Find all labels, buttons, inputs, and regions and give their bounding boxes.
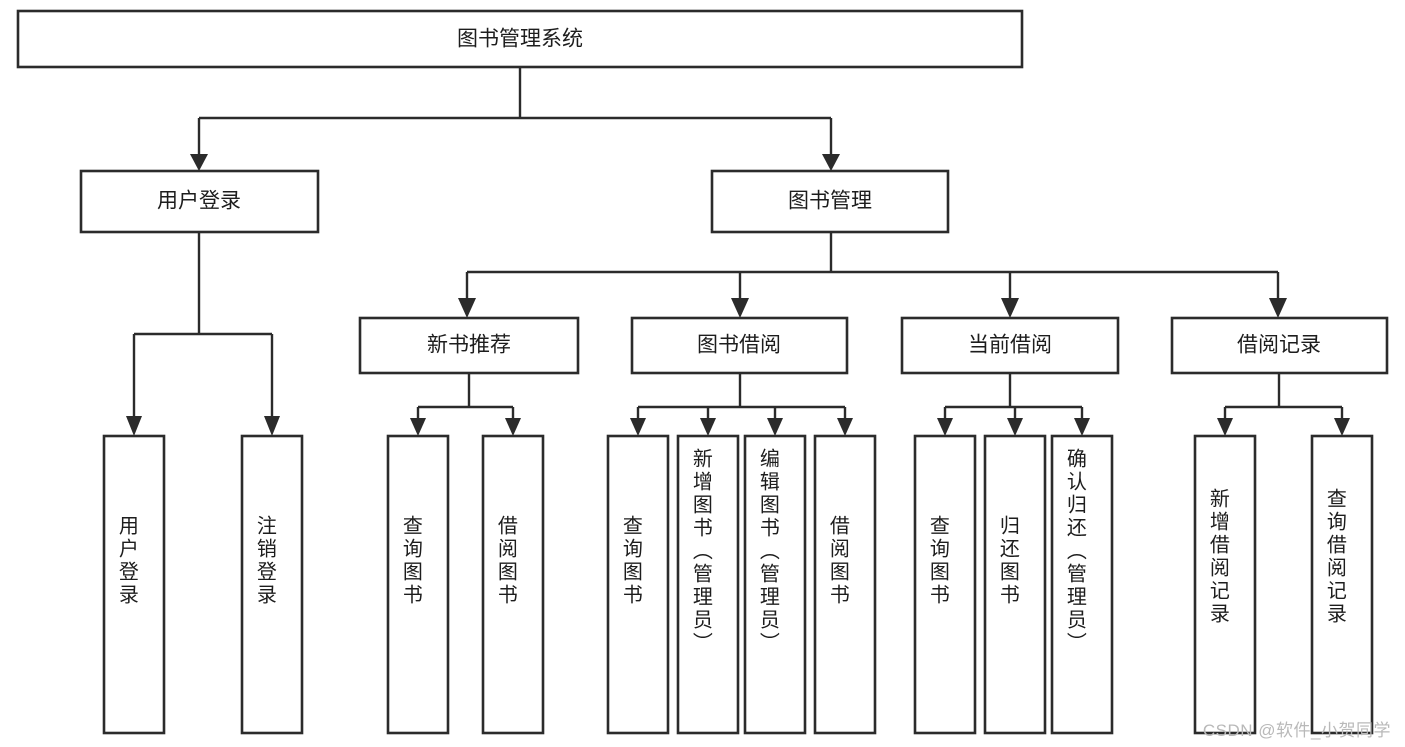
arrow-current-borrow-leaf2: [1007, 418, 1023, 436]
node-new-book-recommend-box[interactable]: [358, 316, 580, 375]
node-leaf-query-book-rec-box[interactable]: [386, 434, 450, 735]
node-user-login-label: 用户登录: [157, 190, 241, 213]
node-layer: 图书管理系统 用户登录 图书管理 新书推荐 图书借阅 当前: [16, 9, 1389, 735]
node-leaf-borrow-book-rec-label: 借阅图书: [494, 515, 517, 607]
arrow-book-borrow-leaf4: [837, 418, 853, 436]
node-leaf-query-record[interactable]: 查询借阅记录: [1310, 434, 1374, 735]
node-leaf-query-book-rec[interactable]: 查询图书: [386, 434, 450, 735]
node-leaf-add-book-box[interactable]: [676, 434, 740, 735]
node-new-book-recommend-label: 新书推荐: [427, 334, 511, 357]
node-leaf-borrow-book-rec[interactable]: 借阅图书: [481, 434, 545, 735]
node-leaf-add-record[interactable]: 新增借阅记录: [1193, 434, 1257, 735]
arrow-borrow-record-leaf2: [1334, 418, 1350, 436]
node-leaf-user-login[interactable]: 用户登录: [102, 434, 166, 735]
arrow-new-book-leaf1: [410, 418, 426, 436]
node-book-manage-label: 图书管理: [788, 190, 872, 213]
node-user-login[interactable]: 用户登录: [79, 169, 320, 234]
node-leaf-query-book-bor-box[interactable]: [606, 434, 670, 735]
arrow-user-login-to-leaf2: [264, 416, 280, 436]
node-leaf-borrow-book-bor-box[interactable]: [813, 434, 877, 735]
node-leaf-edit-book-box[interactable]: [743, 434, 807, 735]
node-leaf-user-login-box[interactable]: [102, 434, 166, 735]
arrow-to-current-borrow: [1001, 298, 1019, 318]
node-current-borrow-box[interactable]: [900, 316, 1120, 375]
node-leaf-edit-book-label: 编辑图书（管理员）: [756, 448, 779, 655]
node-leaf-query-book-bor-label: 查询图书: [619, 515, 642, 607]
node-leaf-query-book-bor[interactable]: 查询图书: [606, 434, 670, 735]
node-book-borrow-label: 图书借阅: [697, 334, 781, 357]
node-leaf-query-record-label: 查询借阅记录: [1323, 488, 1346, 626]
node-borrow-record-box[interactable]: [1170, 316, 1389, 375]
node-leaf-confirm-return-box[interactable]: [1050, 434, 1114, 735]
arrow-user-login-to-leaf1: [126, 416, 142, 436]
node-leaf-add-record-box[interactable]: [1193, 434, 1257, 735]
node-leaf-add-record-label: 新增借阅记录: [1206, 488, 1229, 626]
node-leaf-query-book-cur[interactable]: 查询图书: [913, 434, 977, 735]
node-book-manage[interactable]: 图书管理: [710, 169, 950, 234]
connector-layer: [126, 67, 1350, 436]
node-leaf-add-book-label: 新增图书（管理员）: [689, 448, 712, 655]
node-new-book-recommend[interactable]: 新书推荐: [358, 316, 580, 375]
node-leaf-logout[interactable]: 注销登录: [240, 434, 304, 735]
node-leaf-query-book-rec-label: 查询图书: [399, 515, 422, 607]
node-book-manage-box[interactable]: [710, 169, 950, 234]
node-leaf-query-record-box[interactable]: [1310, 434, 1374, 735]
node-leaf-logout-box[interactable]: [240, 434, 304, 735]
node-leaf-return-book-box[interactable]: [983, 434, 1047, 735]
node-leaf-logout-label: 注销登录: [253, 515, 276, 607]
arrow-new-book-leaf2: [505, 418, 521, 436]
node-leaf-return-book[interactable]: 归还图书: [983, 434, 1047, 735]
arrow-book-borrow-leaf3: [767, 418, 783, 436]
node-leaf-edit-book[interactable]: 编辑图书（管理员）: [743, 434, 807, 735]
node-leaf-confirm-return[interactable]: 确认归还（管理员）: [1050, 434, 1114, 735]
node-borrow-record[interactable]: 借阅记录: [1170, 316, 1389, 375]
node-leaf-borrow-book-rec-box[interactable]: [481, 434, 545, 735]
node-root-box[interactable]: [16, 9, 1024, 69]
arrow-current-borrow-leaf3: [1074, 418, 1090, 436]
arrow-to-borrow-record: [1269, 298, 1287, 318]
arrow-root-to-user-login: [190, 154, 208, 171]
node-leaf-user-login-label: 用户登录: [115, 515, 138, 607]
node-current-borrow-label: 当前借阅: [968, 334, 1052, 357]
arrow-to-new-book-recommend: [458, 298, 476, 318]
arrow-current-borrow-leaf1: [937, 418, 953, 436]
node-current-borrow[interactable]: 当前借阅: [900, 316, 1120, 375]
arrow-book-borrow-leaf2: [700, 418, 716, 436]
csdn-watermark: CSDN @软件_小贺同学: [1202, 721, 1391, 740]
node-leaf-borrow-book-bor-label: 借阅图书: [826, 515, 849, 607]
arrow-borrow-record-leaf1: [1217, 418, 1233, 436]
node-leaf-query-book-cur-box[interactable]: [913, 434, 977, 735]
node-root-label: 图书管理系统: [457, 28, 583, 51]
node-leaf-add-book[interactable]: 新增图书（管理员）: [676, 434, 740, 735]
arrow-root-to-book-manage: [822, 154, 840, 171]
node-leaf-borrow-book-bor[interactable]: 借阅图书: [813, 434, 877, 735]
node-leaf-query-book-cur-label: 查询图书: [926, 515, 949, 607]
arrow-to-book-borrow: [731, 298, 749, 318]
node-leaf-confirm-return-label: 确认归还（管理员）: [1063, 448, 1086, 655]
node-root[interactable]: 图书管理系统: [16, 9, 1024, 69]
node-book-borrow-box[interactable]: [630, 316, 849, 375]
node-leaf-return-book-label: 归还图书: [996, 515, 1019, 607]
arrow-book-borrow-leaf1: [630, 418, 646, 436]
node-book-borrow[interactable]: 图书借阅: [630, 316, 849, 375]
node-borrow-record-label: 借阅记录: [1237, 334, 1321, 357]
node-user-login-box[interactable]: [79, 169, 320, 234]
